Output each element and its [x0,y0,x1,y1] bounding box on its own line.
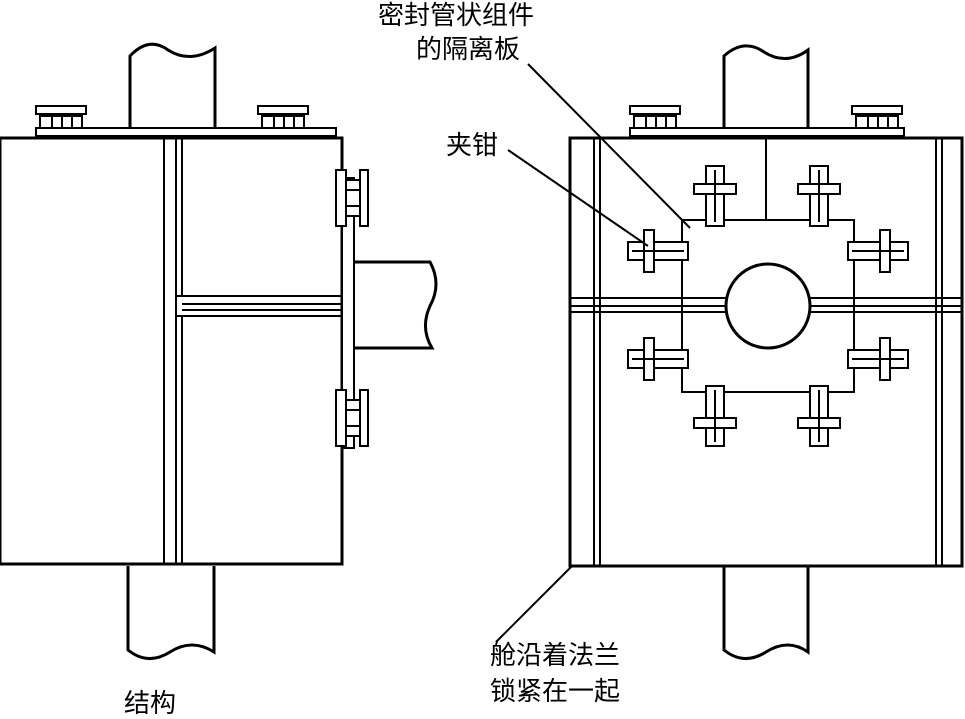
right-view [568,44,964,660]
center-pipe-section [724,262,812,350]
clamp-left-lower [627,337,689,381]
left-top-clamp-b [257,105,309,129]
structure-label: 结构 [124,689,176,719]
flange-leader [495,565,573,643]
clamp-leader [507,149,649,247]
clamp-right-lower [847,337,909,381]
flange-label-line2: 锁紧在一起 [490,677,620,707]
flange-label-line1: 舱沿着法兰 [490,641,620,671]
clamp-bottom-left [693,385,737,447]
right-top-clamp-b [851,105,903,129]
clamp-top-right [797,165,841,227]
clamp-top-left [693,165,737,227]
separator-label-line2: 的隔离板 [416,35,520,65]
left-top-pipe [128,42,217,136]
left-body [0,136,344,566]
left-view [0,42,438,660]
right-top-pipe [722,44,810,136]
right-top-clamp-a [629,105,681,129]
left-side-flange [341,177,355,449]
clamp-label: 夹钳 [446,131,498,161]
left-side-clamp-b [335,389,369,447]
left-side-clamp-a [335,169,369,227]
clamp-right-upper [847,229,909,273]
right-bottom-pipe [722,566,810,660]
left-top-clamp-a [35,105,87,129]
left-bottom-pipe [126,566,216,660]
left-side-pipe [345,260,438,350]
clamp-left-upper [627,229,689,273]
separator-leader [527,63,691,229]
right-top-flange [629,127,905,137]
separator-label-line1: 密封管状组件 [378,1,534,31]
clamp-bottom-right [797,385,841,447]
left-top-flange [35,127,337,137]
